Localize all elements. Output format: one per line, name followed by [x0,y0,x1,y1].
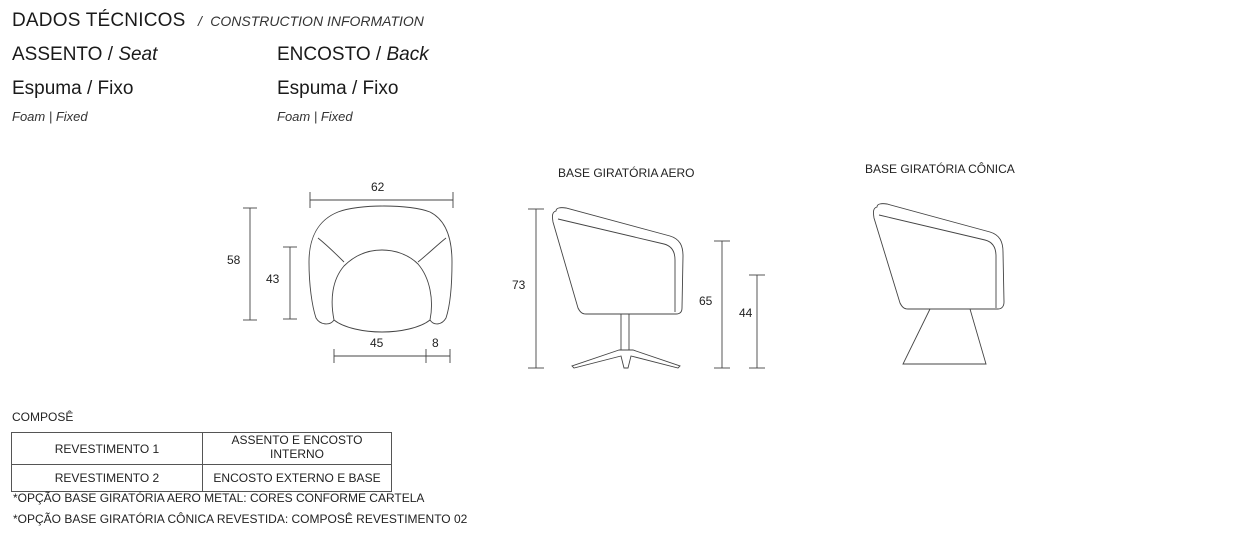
table-row: REVESTIMENTO 2 ENCOSTO EXTERNO E BASE [11,464,392,492]
conica-caption: BASE GIRATÓRIA CÔNICA [865,162,1015,176]
note-aero: *OPÇÃO BASE GIRATÓRIA AERO METAL: CORES … [13,491,425,505]
back-label-pt: ENCOSTO [277,44,371,65]
back-label: ENCOSTO / Back [277,44,429,66]
back-label-en: Back [386,44,429,65]
dim-seat-height: 44 [739,306,753,320]
dim-depth: 58 [227,253,241,267]
compose-value: ENCOSTO EXTERNO E BASE [202,464,392,492]
compose-name: REVESTIMENTO 1 [11,432,203,465]
dim-arm-width: 8 [432,336,439,350]
aero-drawing [528,207,765,369]
title-separator: / [197,13,202,29]
conica-drawing [873,203,1005,365]
back-material-en: Foam | Fixed [277,109,353,124]
aero-caption: BASE GIRATÓRIA AERO [558,166,695,180]
back-material: Espuma / Fixo [277,78,399,99]
dim-total-height: 73 [512,278,526,292]
header: DADOS TÉCNICOS / CONSTRUCTION INFORMATIO… [12,10,424,32]
dim-seat-width: 45 [370,336,384,350]
top-view-drawing [243,192,454,363]
page-subtitle: CONSTRUCTION INFORMATION [210,13,424,29]
back-label-sep: / [370,44,387,65]
compose-title: COMPOSÊ [12,410,74,424]
compose-value: ASSENTO E ENCOSTO INTERNO [202,432,392,465]
seat-material-en: Foam | Fixed [12,109,88,124]
seat-material: Espuma / Fixo [12,78,134,99]
dim-seat-depth: 43 [266,272,280,286]
seat-label-pt: ASSENTO [12,44,103,65]
seat-label-en: Seat [118,44,158,65]
dim-width: 62 [371,180,385,194]
seat-label-sep: / [102,44,119,65]
note-conica: *OPÇÃO BASE GIRATÓRIA CÔNICA REVESTIDA: … [13,512,468,526]
compose-name: REVESTIMENTO 2 [11,464,203,492]
dim-arm-height: 65 [699,294,713,308]
page-title: DADOS TÉCNICOS [12,10,186,31]
seat-label: ASSENTO / Seat [12,44,157,66]
table-row: REVESTIMENTO 1 ASSENTO E ENCOSTO INTERNO [11,432,392,465]
compose-table: REVESTIMENTO 1 ASSENTO E ENCOSTO INTERNO… [11,432,392,492]
